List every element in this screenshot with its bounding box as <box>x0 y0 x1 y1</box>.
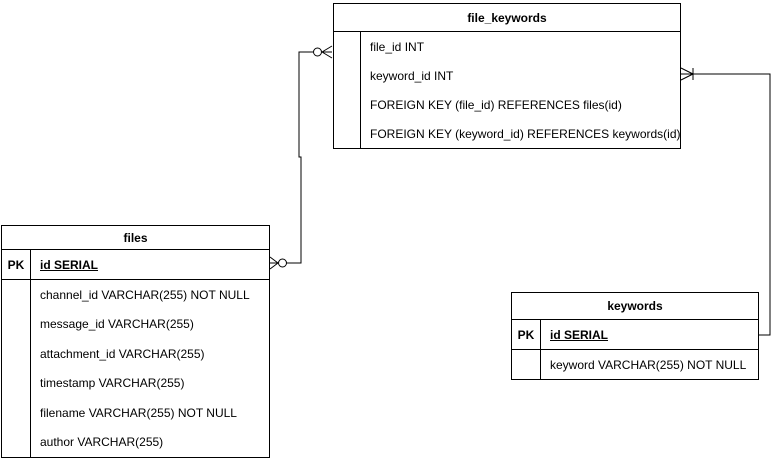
column-row: channel_id VARCHAR(255) NOT NULL <box>40 287 250 302</box>
column-row: FOREIGN KEY (file_id) REFERENCES files(i… <box>370 97 622 112</box>
relationship-files-to-file-keywords <box>269 45 333 270</box>
primary-key-field: id SERIAL <box>40 257 99 272</box>
pk-column-cell <box>2 427 31 457</box>
primary-key-field: id SERIAL <box>550 327 609 342</box>
connector-line <box>286 51 313 264</box>
column-row: keyword_id INT <box>370 68 454 83</box>
marker-zero-or-many-files-end <box>269 256 287 270</box>
table-title-keywords: keywords <box>512 293 758 320</box>
column-row: keyword VARCHAR(255) NOT NULL <box>550 357 747 372</box>
column-row: author VARCHAR(255) <box>40 435 164 450</box>
marker-one-or-many-file-keywords-end <box>680 67 694 81</box>
pk-column-cell <box>2 368 31 398</box>
column-row: file_id INT <box>370 39 425 54</box>
pk-column-cell <box>334 119 361 148</box>
marker-zero-or-many-file-keywords-end <box>313 45 333 59</box>
pk-column-cell <box>334 32 361 61</box>
table-title-files: files <box>2 226 269 250</box>
pk-column-cell <box>334 90 361 119</box>
table-files: files PK id SERIAL channel_id VARCHAR(25… <box>1 225 270 458</box>
pk-column-cell <box>334 61 361 90</box>
primary-key-row: id SERIAL <box>31 250 269 280</box>
table-title-file-keywords: file_keywords <box>334 4 680 32</box>
pk-label: PK <box>512 320 541 350</box>
column-row: attachment_id VARCHAR(255) <box>40 346 205 361</box>
pk-column-cell <box>2 309 31 339</box>
column-row: filename VARCHAR(255) NOT NULL <box>40 405 237 420</box>
column-row: timestamp VARCHAR(255) <box>40 376 185 391</box>
column-row: message_id VARCHAR(255) <box>40 317 194 332</box>
table-keywords: keywords PK id SERIAL keyword VARCHAR(25… <box>511 292 759 380</box>
pk-column-cell <box>2 280 31 310</box>
column-row: FOREIGN KEY (keyword_id) REFERENCES keyw… <box>370 126 680 141</box>
pk-column-cell <box>2 339 31 369</box>
pk-column-cell <box>2 398 31 428</box>
pk-column-cell <box>512 350 541 379</box>
pk-label: PK <box>2 250 31 280</box>
primary-key-row: id SERIAL <box>541 320 758 350</box>
table-file-keywords: file_keywords file_id INT keyword_id INT… <box>333 3 681 149</box>
